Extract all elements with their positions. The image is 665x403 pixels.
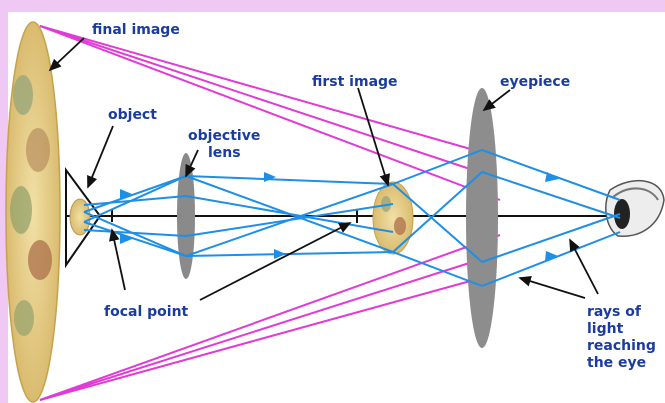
eyepiece-lens bbox=[466, 88, 498, 348]
virtual-rays bbox=[40, 26, 500, 400]
objective-lens bbox=[177, 153, 195, 279]
label-rays-line1: rays of bbox=[587, 304, 642, 320]
final-image bbox=[6, 22, 60, 402]
label-object: object bbox=[108, 107, 157, 123]
label-focal-point: focal point bbox=[104, 304, 189, 320]
first-image bbox=[373, 182, 413, 254]
eye bbox=[606, 181, 664, 237]
label-rays-line2: light bbox=[587, 321, 624, 337]
light-rays bbox=[84, 150, 620, 286]
label-first-image: first image bbox=[312, 74, 398, 90]
label-objective-lens-line2: lens bbox=[208, 145, 241, 161]
label-final-image: final image bbox=[92, 22, 180, 38]
label-rays-line3: reaching bbox=[587, 338, 656, 354]
label-eyepiece: eyepiece bbox=[500, 74, 570, 90]
label-objective-lens-line1: objective bbox=[188, 128, 260, 144]
label-rays-line4: the eye bbox=[587, 355, 646, 371]
